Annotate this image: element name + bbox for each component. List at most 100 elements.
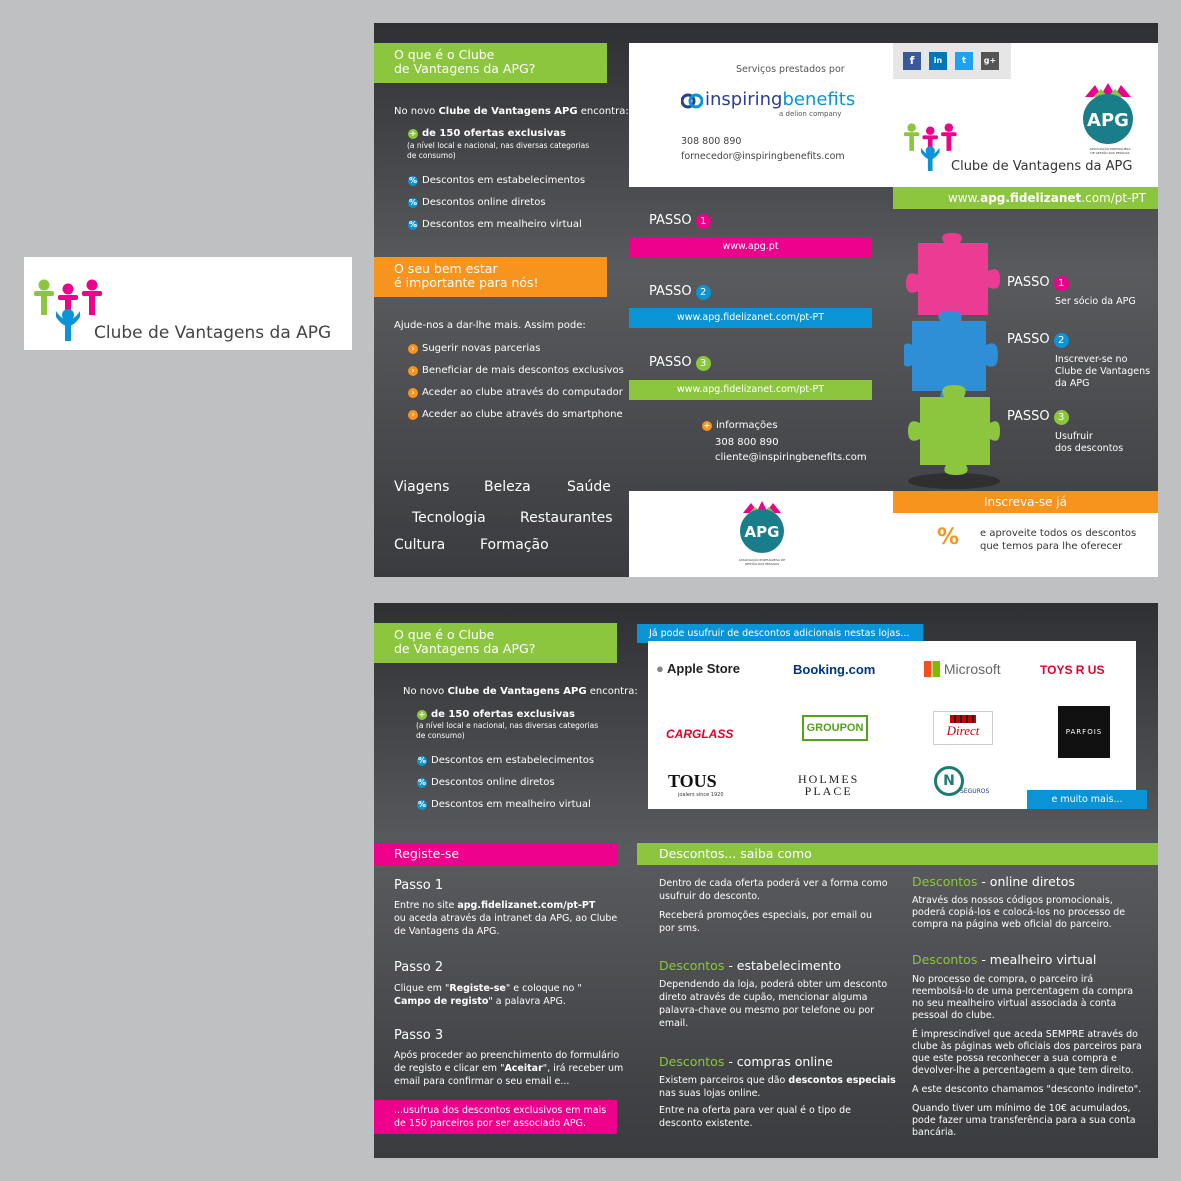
club-people-icon xyxy=(903,123,957,171)
wellbeing-intro: Ajude-nos a dar-lhe mais. Assim pode: xyxy=(394,320,586,331)
club-url-bar[interactable]: www.apg.fidelizanet.com/pt-PT xyxy=(893,187,1158,209)
apg-logo-icon: APG xyxy=(740,501,784,553)
parfois-logo[interactable]: PARFOIS xyxy=(1058,706,1110,758)
microsoft-logo[interactable]: Microsoft xyxy=(924,661,1001,677)
list-item: ›Beneficiar de mais descontos exclusivos xyxy=(408,364,624,377)
carglass-logo[interactable]: CARGLASS xyxy=(666,727,734,741)
register-header: Registe-se xyxy=(374,843,617,865)
discounts-header: Descontos... saiba como xyxy=(637,843,1158,865)
category: Saúde xyxy=(567,479,611,495)
facebook-icon[interactable]: f xyxy=(903,52,921,70)
discount-direct-text: Através dos nossos códigos promocionais,… xyxy=(912,895,1126,930)
category: Beleza xyxy=(484,479,531,495)
discounts-intro: Dentro de cada oferta poderá ver a forma… xyxy=(659,878,888,934)
percent-icon: % xyxy=(417,777,427,788)
register-step-text: Clique em "Registe-se" e coloque no " Ca… xyxy=(394,983,582,1007)
apple-store-logo[interactable]: ● Apple Store xyxy=(656,661,740,676)
direct-icon xyxy=(950,715,976,723)
percent-icon: % xyxy=(417,799,427,810)
offer-main: +de 150 ofertas exclusivas xyxy=(417,709,575,720)
step-url-bar[interactable]: www.apg.fidelizanet.com/pt-PT xyxy=(629,380,872,400)
plus-icon: + xyxy=(417,709,427,720)
category: Formação xyxy=(480,537,549,553)
category: Tecnologia xyxy=(412,510,486,526)
booking-logo[interactable]: Booking.com xyxy=(793,662,876,677)
microsoft-icon xyxy=(924,661,940,677)
info-title: +informações xyxy=(702,420,778,431)
apg-logo-icon: APG xyxy=(1083,83,1133,144)
signup-header[interactable]: Inscreva-se já xyxy=(893,491,1158,513)
percent-icon: % xyxy=(937,525,960,550)
puzzle-illustration xyxy=(904,233,1000,489)
info-email: cliente@inspiringbenefits.com xyxy=(715,452,867,463)
twitter-icon[interactable]: t xyxy=(955,52,973,70)
direct-logo[interactable]: Direct xyxy=(933,711,993,745)
register-footer: ...usufrua dos descontos exclusivos em m… xyxy=(374,1100,617,1134)
list-item: ›Sugerir novas parcerias xyxy=(408,342,541,355)
list-item: %Descontos em estabelecimentos xyxy=(408,175,586,186)
n-seguros-icon: N xyxy=(934,766,964,796)
club-people-icon xyxy=(34,279,102,341)
apple-icon: ● xyxy=(656,661,664,676)
apg-caption: ASSOCIAÇÃO PORTUGUESA DE GESTÃO DAS PESS… xyxy=(1089,147,1131,155)
list-item: %Descontos em mealheiro virtual xyxy=(417,799,591,810)
top-spread: O que é o Clube de Vantagens da APG? No … xyxy=(374,23,1158,577)
percent-icon: % xyxy=(417,755,427,766)
brand-name: inspiringbenefits xyxy=(705,89,856,110)
apg-caption: ASSOCIAÇÃO PORTUGUESA DE GESTÃO DAS PESS… xyxy=(738,558,786,566)
n-seguros-logo[interactable]: N SEGUROS xyxy=(934,766,989,796)
chevron-right-icon: › xyxy=(408,387,418,398)
step-url-bar[interactable]: www.apg.fidelizanet.com/pt-PT xyxy=(629,308,872,328)
groupon-logo[interactable]: GROUPON xyxy=(802,715,868,741)
register-step-title: Passo 1 xyxy=(394,878,444,893)
register-step-title: Passo 3 xyxy=(394,1028,444,1043)
percent-icon: % xyxy=(408,175,418,186)
linkedin-icon[interactable]: in xyxy=(929,52,947,70)
discount-direct-title: Descontos - online diretos xyxy=(912,874,1075,889)
info-phone: 308 800 890 xyxy=(715,437,779,448)
offer-main: +de 150 ofertas exclusivas xyxy=(408,128,566,139)
what-is-intro: No novo Clube de Vantagens APG encontra: xyxy=(403,686,638,697)
services-label: Serviços prestados por xyxy=(736,64,845,75)
step-url-bar[interactable]: www.apg.pt xyxy=(629,237,872,257)
what-is-intro: No novo Clube de Vantagens APG encontra: xyxy=(394,106,629,117)
list-item: %Descontos em mealheiro virtual xyxy=(408,219,582,230)
brand-sub: a delion company xyxy=(779,110,842,118)
discount-online-buy-text: Existem parceiros que dão descontos espe… xyxy=(659,1075,896,1129)
stores-logo-box: ● Apple Store Booking.com Microsoft TOYS… xyxy=(648,641,1136,809)
stores-header: Já pode usufruir de descontos adicionais… xyxy=(637,624,923,643)
percent-icon: % xyxy=(408,219,418,230)
chevron-right-icon: › xyxy=(408,365,418,376)
inspiring-benefits-logo-icon xyxy=(681,93,703,109)
toysrus-logo[interactable]: TOYS R US xyxy=(1040,663,1105,677)
more-stores-link[interactable]: e muito mais... xyxy=(1027,790,1147,809)
register-step-text: Após proceder ao preenchimento do formul… xyxy=(394,1050,624,1087)
apg-club-card: f in t g+ APG ASSOCIAÇÃO PORTUGUESA DE G… xyxy=(893,43,1158,187)
tous-logo[interactable]: TOUS joalers since 1920 xyxy=(668,771,724,798)
chevron-right-icon: › xyxy=(408,343,418,354)
register-step-text: Entre no site apg.fidelizanet.com/pt-PT … xyxy=(394,900,618,937)
offer-sub: (a nível local e nacional, nas diversas … xyxy=(407,141,590,160)
google-plus-icon[interactable]: g+ xyxy=(981,52,999,70)
footer-logo-box: APG ASSOCIAÇÃO PORTUGUESA DE GESTÃO DAS … xyxy=(629,491,893,577)
discount-store-text: Dependendo da loja, poderá obter um desc… xyxy=(659,979,888,1029)
svg-text:APG: APG xyxy=(1087,110,1129,131)
club-title: Clube de Vantagens da APG xyxy=(951,159,1133,174)
category: Cultura xyxy=(394,537,446,553)
services-card: Serviços prestados por inspiringbenefits… xyxy=(629,43,893,187)
logo-title: Clube de Vantagens da APG xyxy=(94,323,332,343)
category: Restaurantes xyxy=(520,510,613,526)
